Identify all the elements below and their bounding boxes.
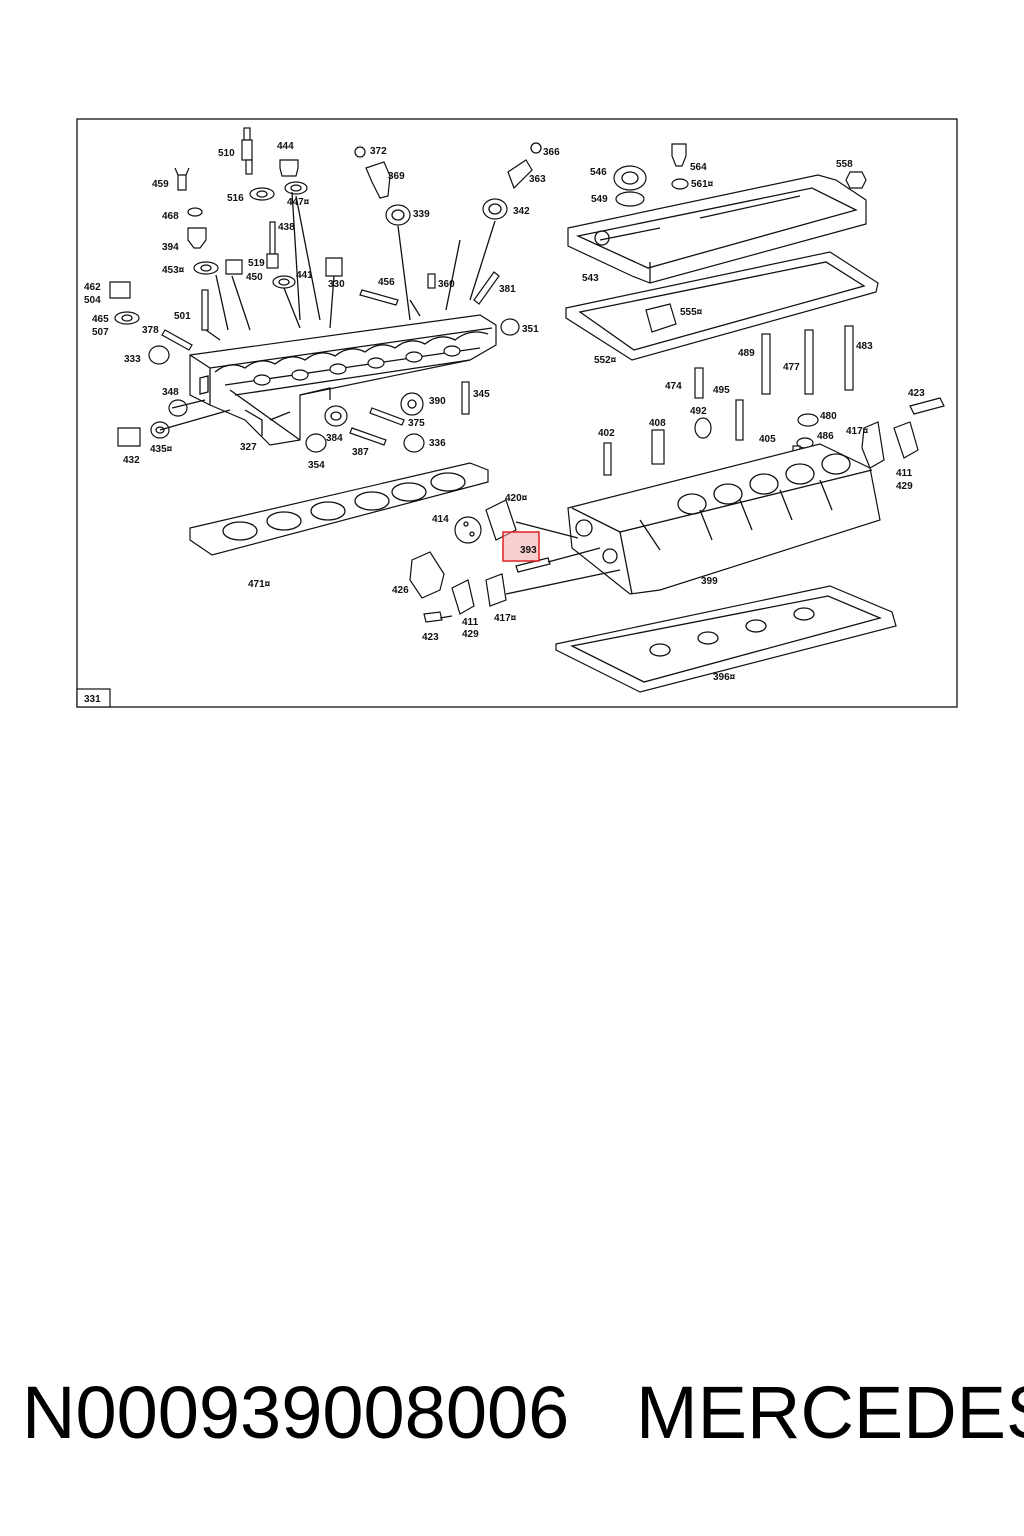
label-432: 432 bbox=[123, 455, 140, 466]
label-387: 387 bbox=[352, 447, 369, 458]
label-396: 396¤ bbox=[713, 672, 736, 683]
label-444: 444 bbox=[277, 141, 294, 152]
label-456: 456 bbox=[378, 277, 395, 288]
label-372: 372 bbox=[370, 146, 387, 157]
label-420: 420¤ bbox=[505, 493, 528, 504]
camshaft-housing bbox=[567, 443, 881, 595]
highlight-box-393 bbox=[502, 531, 540, 562]
cylinder-head-left bbox=[189, 314, 497, 446]
label-465: 465 bbox=[92, 314, 109, 325]
label-345: 345 bbox=[473, 389, 490, 400]
label-552: 552¤ bbox=[594, 355, 617, 366]
label-450: 450 bbox=[246, 272, 263, 283]
label-411-bottom: 411 bbox=[462, 617, 479, 628]
label-375: 375 bbox=[408, 418, 425, 429]
label-477: 477 bbox=[783, 362, 800, 373]
label-489: 489 bbox=[738, 348, 755, 359]
label-405: 405 bbox=[759, 434, 776, 445]
brand-name: MERCEDES bbox=[636, 1371, 1024, 1454]
label-495: 495 bbox=[713, 385, 730, 396]
figure-number: 331 bbox=[84, 694, 101, 705]
label-546: 546 bbox=[590, 167, 607, 178]
label-555: 555¤ bbox=[680, 307, 703, 318]
label-438: 438 bbox=[278, 222, 295, 233]
label-414: 414 bbox=[432, 514, 449, 525]
label-474: 474 bbox=[665, 381, 682, 392]
label-378: 378 bbox=[142, 325, 159, 336]
part-footer: N000939008006 MERCEDES bbox=[0, 1370, 1024, 1480]
label-333: 333 bbox=[124, 354, 141, 365]
label-447: 447¤ bbox=[287, 197, 310, 208]
exploded-parts-diagram: 331 bbox=[76, 118, 958, 708]
label-330: 330 bbox=[328, 279, 345, 290]
label-390: 390 bbox=[429, 396, 446, 407]
label-411-top: 411 bbox=[896, 468, 913, 479]
valve-cover-gasket bbox=[565, 251, 879, 361]
label-561: 561¤ bbox=[691, 179, 714, 190]
label-393: 393 bbox=[520, 545, 537, 556]
label-402: 402 bbox=[598, 428, 615, 439]
leader-lines-left bbox=[159, 191, 496, 441]
part-labels: 510 444 459 516 447¤ 468 438 394 519 450… bbox=[84, 141, 925, 683]
label-408: 408 bbox=[649, 418, 666, 429]
label-360: 360 bbox=[438, 279, 455, 290]
label-516: 516 bbox=[227, 193, 244, 204]
label-480: 480 bbox=[820, 411, 837, 422]
label-435: 435¤ bbox=[150, 444, 173, 455]
label-549: 549 bbox=[591, 194, 608, 205]
label-519: 519 bbox=[248, 258, 265, 269]
label-492: 492 bbox=[690, 406, 707, 417]
label-417-top: 417¤ bbox=[846, 426, 869, 437]
label-423-top: 423 bbox=[908, 388, 925, 399]
figure-number-box bbox=[76, 688, 111, 708]
label-453: 453¤ bbox=[162, 265, 185, 276]
label-507: 507 bbox=[92, 327, 109, 338]
label-510: 510 bbox=[218, 148, 235, 159]
label-429-top: 429 bbox=[896, 481, 913, 492]
label-394: 394 bbox=[162, 242, 179, 253]
valve-cover bbox=[567, 174, 867, 284]
label-486: 486 bbox=[817, 431, 834, 442]
lower-middle-parts bbox=[409, 499, 621, 623]
camshaft-gasket bbox=[555, 585, 897, 693]
label-366: 366 bbox=[543, 147, 560, 158]
label-339: 339 bbox=[413, 209, 430, 220]
label-336: 336 bbox=[429, 438, 446, 449]
label-348: 348 bbox=[162, 387, 179, 398]
label-381: 381 bbox=[499, 284, 516, 295]
label-471: 471¤ bbox=[248, 579, 271, 590]
label-327: 327 bbox=[240, 442, 257, 453]
head-gasket-left bbox=[189, 462, 489, 556]
label-426: 426 bbox=[392, 585, 409, 596]
label-462: 462 bbox=[84, 282, 101, 293]
label-564: 564 bbox=[690, 162, 707, 173]
label-354: 354 bbox=[308, 460, 325, 471]
small-parts-left bbox=[109, 127, 542, 453]
label-504: 504 bbox=[84, 295, 101, 306]
label-459: 459 bbox=[152, 179, 169, 190]
label-369: 369 bbox=[388, 171, 405, 182]
label-483: 483 bbox=[856, 341, 873, 352]
label-384: 384 bbox=[326, 433, 343, 444]
part-number: N000939008006 bbox=[22, 1371, 570, 1454]
label-363: 363 bbox=[529, 174, 546, 185]
label-543: 543 bbox=[582, 273, 599, 284]
label-468: 468 bbox=[162, 211, 179, 222]
label-429-bottom: 429 bbox=[462, 629, 479, 640]
label-423-bottom: 423 bbox=[422, 632, 439, 643]
label-501: 501 bbox=[174, 311, 191, 322]
label-342: 342 bbox=[513, 206, 530, 217]
label-441: 441 bbox=[296, 270, 313, 281]
label-399: 399 bbox=[701, 576, 718, 587]
label-417-bottom: 417¤ bbox=[494, 613, 517, 624]
label-351: 351 bbox=[522, 324, 539, 335]
valve-cover-parts bbox=[603, 143, 945, 476]
label-558: 558 bbox=[836, 159, 853, 170]
